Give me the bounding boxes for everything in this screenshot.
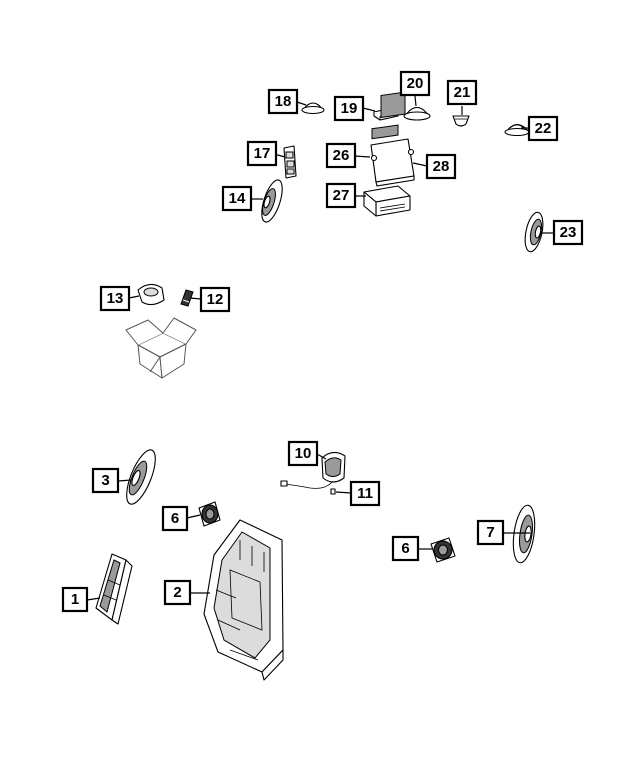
callout-14-label: 14 bbox=[229, 190, 246, 207]
callout-23-label: 23 bbox=[560, 224, 577, 241]
callout-23: 23 bbox=[552, 219, 584, 246]
callout-7-label: 7 bbox=[486, 524, 494, 541]
part-22-tweeter bbox=[504, 123, 530, 137]
callout-2-label: 2 bbox=[173, 584, 181, 601]
part-17-switch bbox=[283, 145, 297, 179]
callout-19: 19 bbox=[333, 95, 365, 122]
callout-28-label: 28 bbox=[433, 158, 450, 175]
part-12-connector bbox=[180, 289, 194, 307]
part-18-tweeter bbox=[301, 102, 325, 115]
part-7-speaker bbox=[512, 504, 536, 564]
callout-6-left: 6 bbox=[161, 505, 189, 532]
callout-14: 14 bbox=[221, 185, 253, 212]
part-14-speaker bbox=[261, 179, 283, 223]
callout-6-right: 6 bbox=[391, 535, 420, 562]
part-26-radio bbox=[370, 91, 415, 187]
callout-21-label: 21 bbox=[454, 84, 471, 101]
callout-12-label: 12 bbox=[207, 291, 224, 308]
part-20-tweeter bbox=[403, 106, 431, 121]
callout-11-label: 11 bbox=[357, 485, 373, 502]
callout-17: 17 bbox=[246, 140, 278, 167]
part-10-tweeter-pod bbox=[321, 451, 346, 483]
part-27-radio bbox=[363, 124, 411, 217]
callout-22: 22 bbox=[527, 115, 559, 142]
callout-18: 18 bbox=[267, 88, 299, 115]
part-6-speaker-right bbox=[430, 537, 456, 563]
callout-10: 10 bbox=[287, 440, 319, 467]
part-2-subwoofer bbox=[203, 519, 284, 681]
callout-6-right-label: 6 bbox=[401, 540, 409, 557]
part-1-amplifier bbox=[95, 553, 133, 625]
callout-20: 20 bbox=[399, 70, 431, 97]
part-3-speaker bbox=[126, 449, 156, 505]
part-13-bracket bbox=[137, 283, 165, 306]
callout-3-label: 3 bbox=[101, 472, 109, 489]
callout-26-label: 26 bbox=[333, 147, 350, 164]
callout-1-label: 1 bbox=[71, 591, 79, 608]
part-23-speaker bbox=[524, 211, 544, 253]
callout-3: 3 bbox=[91, 467, 120, 494]
callout-17-label: 17 bbox=[254, 145, 271, 162]
callout-28: 28 bbox=[425, 153, 457, 180]
callout-26: 26 bbox=[325, 142, 357, 169]
callout-21: 21 bbox=[446, 79, 478, 106]
part-21-tweeter bbox=[452, 115, 470, 127]
callout-20-label: 20 bbox=[407, 75, 424, 92]
callout-22-label: 22 bbox=[535, 120, 552, 137]
part-6-speaker-left bbox=[198, 501, 221, 527]
callout-10-label: 10 bbox=[295, 445, 312, 462]
callout-18-label: 18 bbox=[275, 93, 292, 110]
callout-11: 11 bbox=[349, 480, 381, 507]
part-box bbox=[125, 317, 197, 379]
callout-19-label: 19 bbox=[341, 100, 358, 117]
callout-7: 7 bbox=[476, 519, 505, 546]
callout-13-label: 13 bbox=[107, 290, 124, 307]
part-11-harness bbox=[280, 480, 336, 495]
callout-2: 2 bbox=[163, 579, 192, 606]
callout-12: 12 bbox=[199, 286, 231, 313]
callout-27-label: 27 bbox=[333, 187, 350, 204]
callout-1: 1 bbox=[61, 586, 89, 613]
callout-13: 13 bbox=[99, 285, 131, 312]
callout-27: 27 bbox=[325, 182, 357, 209]
callout-6-left-label: 6 bbox=[171, 510, 179, 527]
